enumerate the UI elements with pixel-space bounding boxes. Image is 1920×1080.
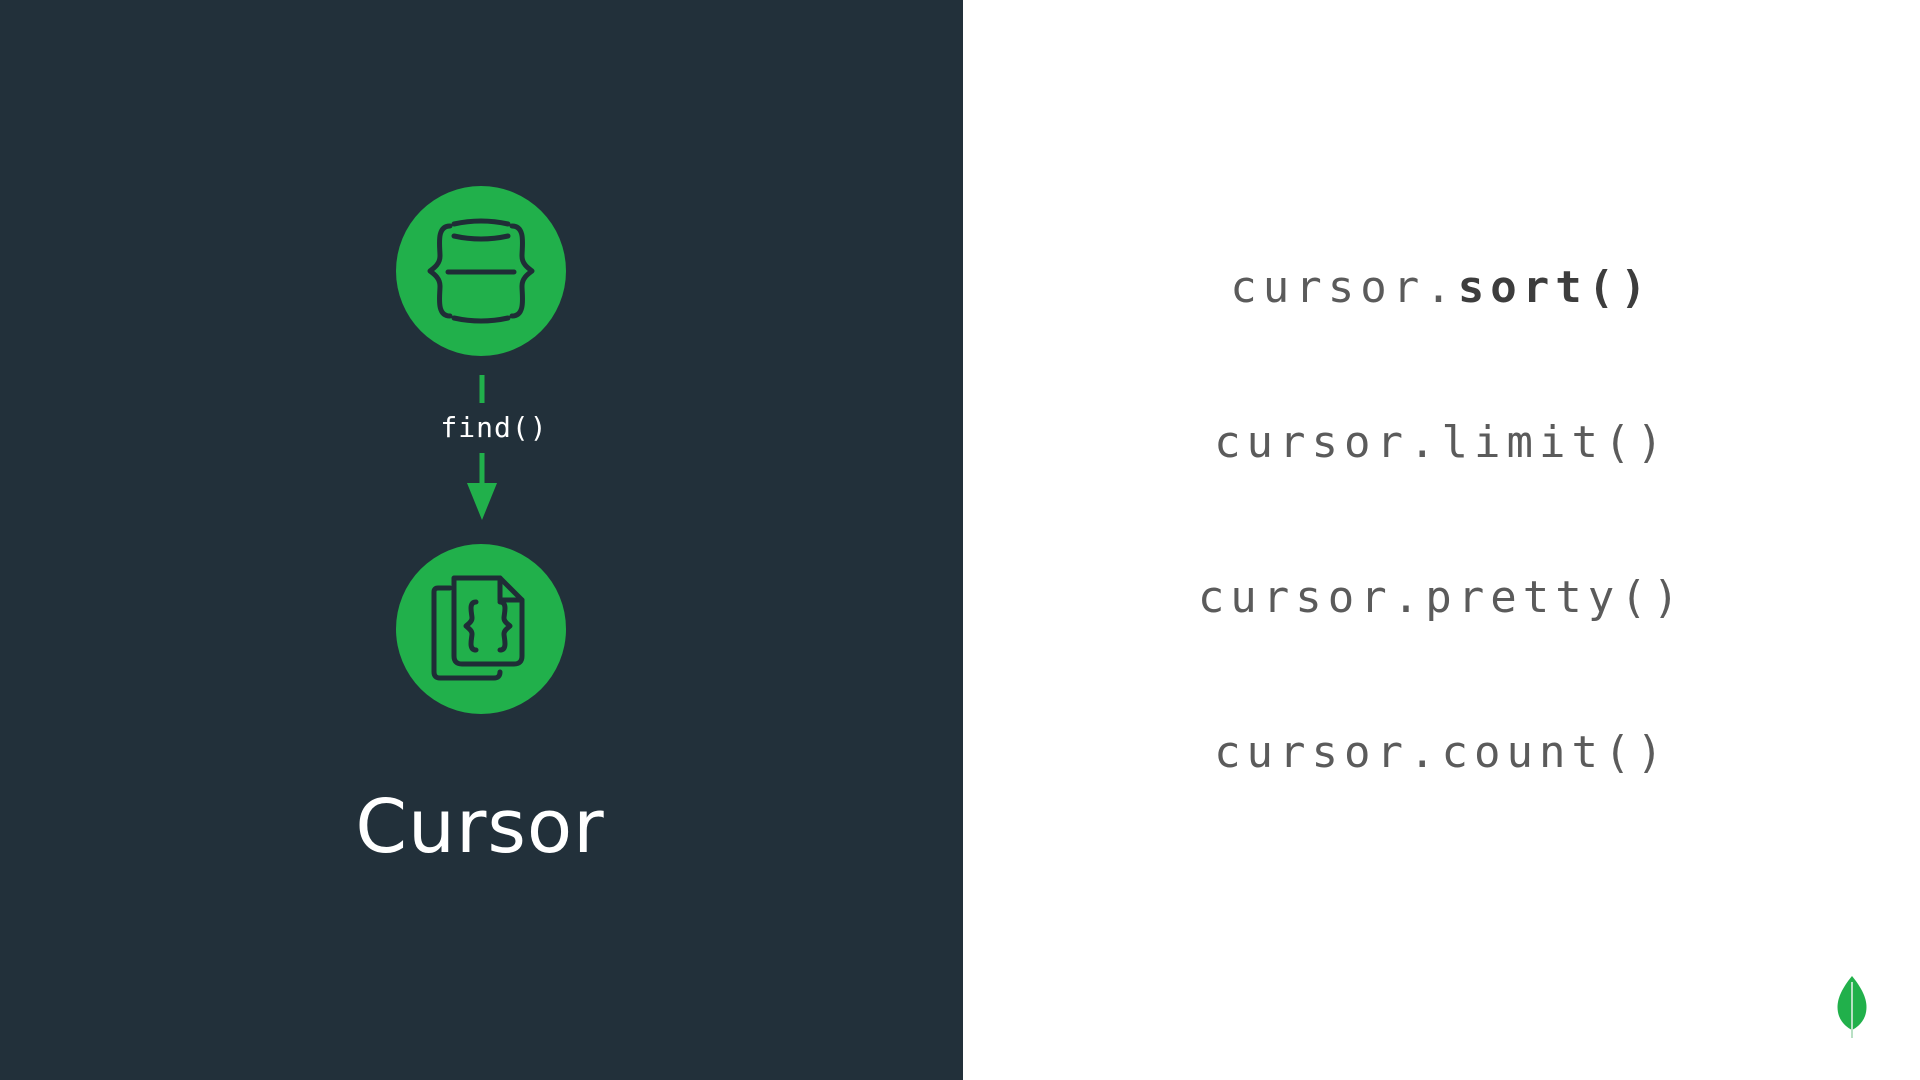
method-pretty: cursor.pretty() <box>963 570 1920 626</box>
method-sort: cursor.sort() <box>963 260 1920 316</box>
method-prefix: cursor. <box>1214 727 1442 778</box>
method-prefix: cursor. <box>1197 572 1426 623</box>
find-arrow <box>467 375 497 520</box>
database-icon <box>396 186 566 356</box>
method-count: cursor.count() <box>963 725 1920 781</box>
method-name: pretty() <box>1425 572 1686 623</box>
documents-icon-badge <box>396 544 566 714</box>
cursor-title: Cursor <box>355 784 605 870</box>
method-prefix: cursor. <box>1230 262 1458 313</box>
method-name: limit() <box>1441 417 1669 468</box>
database-icon-badge <box>396 186 566 356</box>
method-name: sort() <box>1457 262 1653 313</box>
find-method-label: find() <box>420 410 568 446</box>
right-panel: cursor.sort() cursor.limit() cursor.pret… <box>963 0 1920 1080</box>
method-limit: cursor.limit() <box>963 415 1920 471</box>
leaf-logo-icon <box>1837 976 1867 1038</box>
method-prefix: cursor. <box>1214 417 1442 468</box>
method-name: count() <box>1441 727 1669 778</box>
cursor-methods-list: cursor.sort() cursor.limit() cursor.pret… <box>963 0 1920 1080</box>
documents-icon <box>396 544 566 714</box>
left-panel: find() Cursor <box>0 0 963 1080</box>
